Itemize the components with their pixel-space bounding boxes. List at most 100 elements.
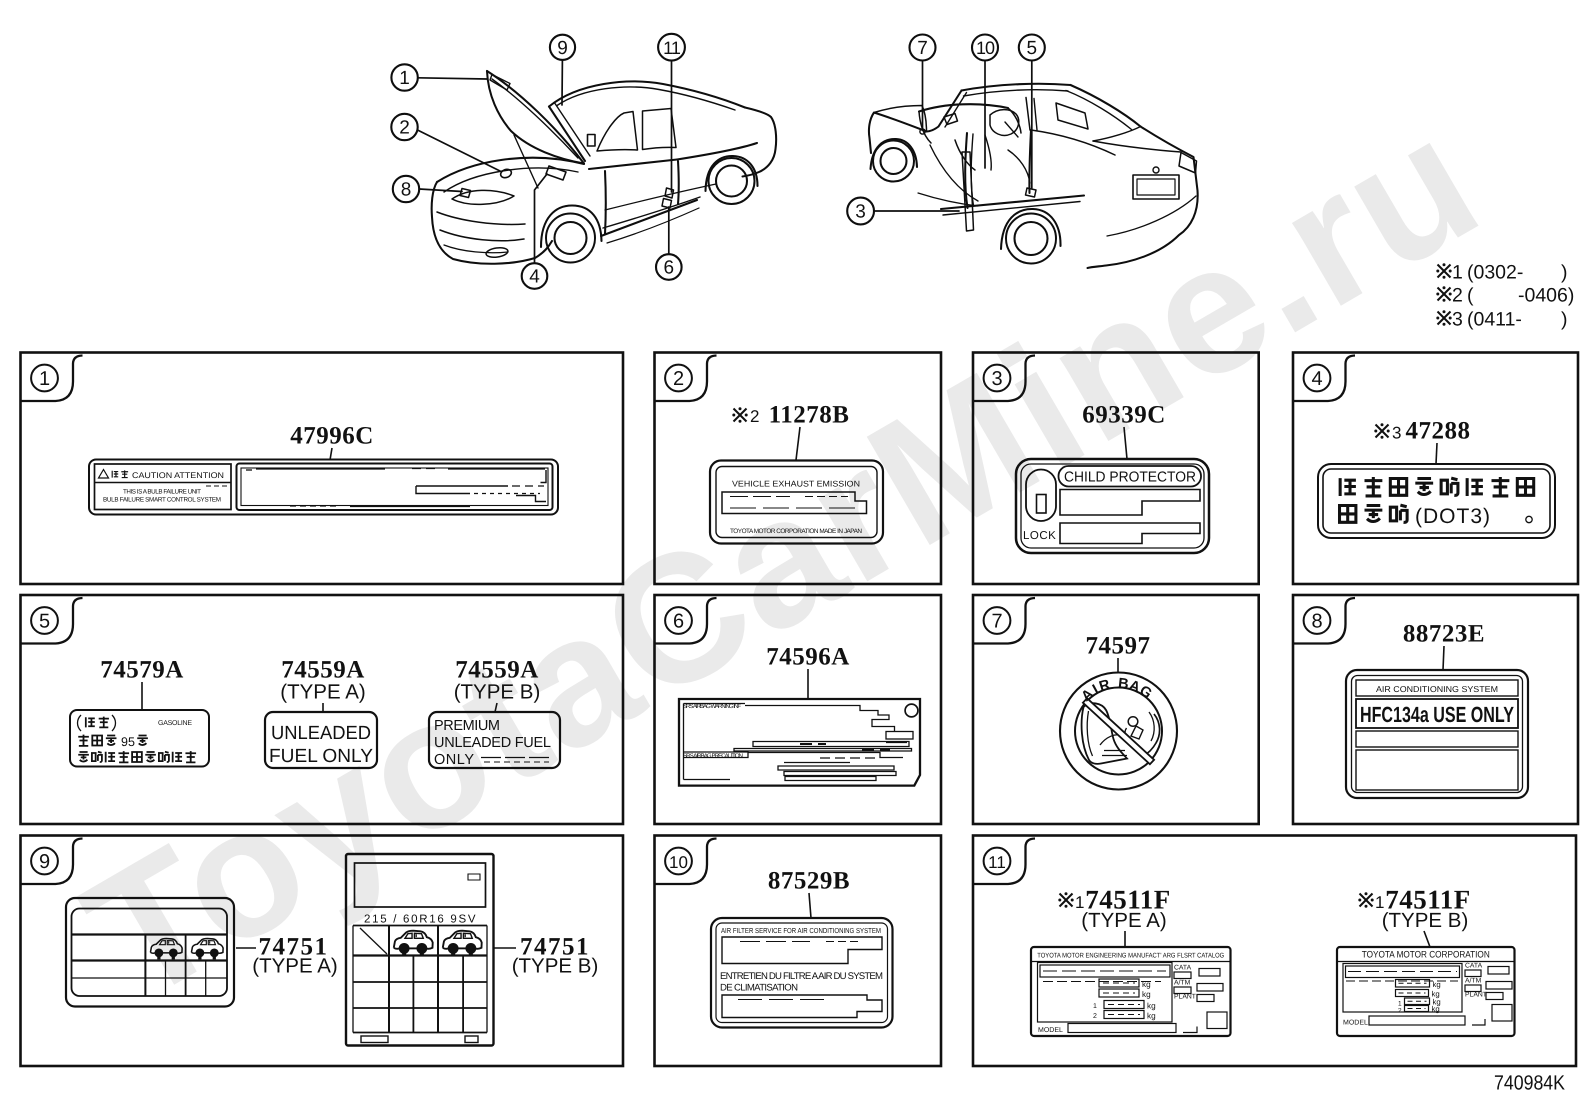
svg-text:1: 1 — [399, 68, 410, 89]
svg-text:69339C: 69339C — [1082, 402, 1166, 429]
svg-text:1: 1 — [1375, 893, 1384, 912]
svg-text:3: 3 — [1452, 309, 1463, 331]
svg-text:215 / 60R16 9SV: 215 / 60R16 9SV — [364, 914, 476, 926]
svg-text:CATA: CATA — [1465, 963, 1483, 970]
svg-text:10: 10 — [976, 38, 995, 58]
svg-text:SRS AIRBAG PRECAUTION: SRS AIRBAG PRECAUTION — [683, 753, 743, 760]
svg-text:2: 2 — [399, 118, 410, 139]
svg-text:4: 4 — [1311, 368, 1322, 390]
svg-text:74511F: 74511F — [1085, 885, 1171, 915]
svg-text:74579A: 74579A — [100, 657, 184, 684]
svg-text:): ) — [1561, 262, 1568, 284]
svg-text:DE CLIMATISATION: DE CLIMATISATION — [720, 983, 798, 994]
svg-text:PREMIUM: PREMIUM — [434, 718, 500, 734]
svg-text:(TYPE A): (TYPE A) — [252, 955, 337, 978]
svg-text:2: 2 — [1093, 1013, 1097, 1020]
svg-text:47288: 47288 — [1406, 418, 1471, 445]
svg-text:kg: kg — [1433, 980, 1441, 989]
svg-text:kg: kg — [1432, 1005, 1440, 1014]
svg-text:74559A: 74559A — [455, 657, 539, 684]
svg-text:8: 8 — [401, 180, 412, 201]
svg-text:88723E: 88723E — [1403, 621, 1485, 648]
svg-text:7: 7 — [991, 611, 1002, 633]
svg-text:7: 7 — [917, 38, 928, 59]
svg-text:): ) — [1561, 309, 1568, 331]
svg-text:6: 6 — [673, 611, 684, 633]
svg-text:(: ( — [1467, 285, 1474, 307]
svg-text:3: 3 — [991, 368, 1002, 390]
svg-text:8: 8 — [1311, 611, 1322, 633]
svg-text:THIS IS A BULB FAILURE UNIT: THIS IS A BULB FAILURE UNIT — [123, 489, 201, 496]
svg-text:SRS AIRBAG WARNING INF: SRS AIRBAG WARNING INF — [683, 703, 741, 710]
svg-text:(0411-: (0411- — [1467, 309, 1522, 331]
svg-text:TOYOTA MOTOR CORPORATION MADE: TOYOTA MOTOR CORPORATION MADE IN JAPAN — [730, 528, 862, 535]
svg-text:kg: kg — [1147, 1002, 1156, 1011]
svg-text:9: 9 — [557, 38, 568, 59]
svg-text:(TYPE A): (TYPE A) — [280, 681, 365, 704]
svg-text:(0302-: (0302- — [1467, 262, 1523, 284]
svg-text:kg: kg — [1142, 990, 1151, 999]
svg-text:kg: kg — [1147, 1012, 1156, 1021]
svg-text:CAUTION ATTENTION: CAUTION ATTENTION — [132, 471, 224, 480]
svg-text:I: I — [1090, 682, 1101, 698]
svg-text:1: 1 — [1398, 1001, 1402, 1008]
svg-text:GASOLINE: GASOLINE — [158, 720, 192, 727]
svg-text:47996C: 47996C — [290, 423, 374, 450]
svg-text:11: 11 — [988, 853, 1006, 872]
svg-text:2: 2 — [750, 407, 759, 426]
svg-text:2: 2 — [1398, 1008, 1402, 1015]
svg-text:AIR FILTER SERVICE FOR AIR CON: AIR FILTER SERVICE FOR AIR CONDITIONING … — [721, 926, 881, 935]
svg-text:2: 2 — [1452, 285, 1463, 307]
svg-text:(DOT3): (DOT3) — [1415, 505, 1491, 528]
svg-text:CHILD PROTECTOR: CHILD PROTECTOR — [1064, 470, 1196, 486]
svg-text:(TYPE B): (TYPE B) — [1382, 909, 1469, 932]
svg-text:PLANT: PLANT — [1174, 994, 1196, 1001]
svg-text:740984K: 740984K — [1494, 1072, 1565, 1095]
svg-text:10: 10 — [669, 853, 688, 872]
svg-text:ONLY: ONLY — [434, 752, 474, 768]
svg-text:UNLEADED FUEL: UNLEADED FUEL — [434, 735, 551, 751]
svg-text:CATA: CATA — [1174, 965, 1192, 972]
svg-text:1: 1 — [39, 368, 50, 390]
svg-text:74511F: 74511F — [1385, 885, 1471, 915]
svg-text:PLANT: PLANT — [1465, 992, 1487, 999]
svg-text:9: 9 — [39, 851, 50, 873]
svg-text:MODEL: MODEL — [1038, 1027, 1063, 1034]
svg-text:74597: 74597 — [1086, 633, 1151, 660]
svg-text:6: 6 — [664, 258, 675, 279]
svg-text:B: B — [1117, 676, 1129, 693]
svg-text:1: 1 — [1075, 893, 1084, 912]
svg-text:ENTRETIEN DU FILTRE A AIR DU S: ENTRETIEN DU FILTRE A AIR DU SYSTEM — [720, 971, 883, 982]
svg-text:3: 3 — [1392, 424, 1401, 443]
svg-text:kg: kg — [1432, 990, 1440, 999]
svg-text:A/TM: A/TM — [1174, 980, 1191, 987]
svg-text:VEHICLE EXHAUST EMISSION: VEHICLE EXHAUST EMISSION — [732, 479, 860, 489]
svg-text:(TYPE B): (TYPE B) — [512, 955, 599, 978]
svg-text:74751: 74751 — [259, 934, 329, 961]
svg-text:MODEL: MODEL — [1343, 1020, 1368, 1027]
svg-text:11: 11 — [663, 38, 681, 58]
svg-text:1: 1 — [1452, 262, 1463, 284]
svg-text:3: 3 — [855, 202, 866, 223]
svg-text:5: 5 — [1027, 38, 1038, 59]
svg-text:11278B: 11278B — [769, 402, 850, 429]
svg-text:74596A: 74596A — [766, 644, 850, 671]
svg-text:4: 4 — [529, 267, 540, 288]
svg-text:BULB FAILURE SMART CONTROL SYS: BULB FAILURE SMART CONTROL SYSTEM — [103, 497, 221, 504]
svg-text:(TYPE A): (TYPE A) — [1081, 909, 1166, 932]
svg-text:(TYPE B): (TYPE B) — [454, 681, 541, 704]
svg-text:74559A: 74559A — [281, 657, 365, 684]
svg-text:5: 5 — [39, 611, 50, 633]
svg-text:FUEL ONLY: FUEL ONLY — [269, 746, 373, 767]
svg-text:1: 1 — [1093, 1003, 1097, 1010]
svg-text:R: R — [1097, 677, 1112, 696]
svg-text:2: 2 — [673, 368, 684, 390]
svg-text:UNLEADED: UNLEADED — [271, 723, 371, 744]
svg-text:HFC134a USE ONLY: HFC134a USE ONLY — [1360, 702, 1514, 727]
svg-text:AIR CONDITIONING SYSTEM: AIR CONDITIONING SYSTEM — [1376, 684, 1498, 694]
svg-text:A/TM: A/TM — [1465, 978, 1482, 985]
svg-text:LOCK: LOCK — [1023, 530, 1056, 542]
svg-text:kg: kg — [1433, 998, 1441, 1007]
svg-text:kg: kg — [1142, 980, 1151, 989]
svg-text:-0406): -0406) — [1518, 285, 1574, 307]
